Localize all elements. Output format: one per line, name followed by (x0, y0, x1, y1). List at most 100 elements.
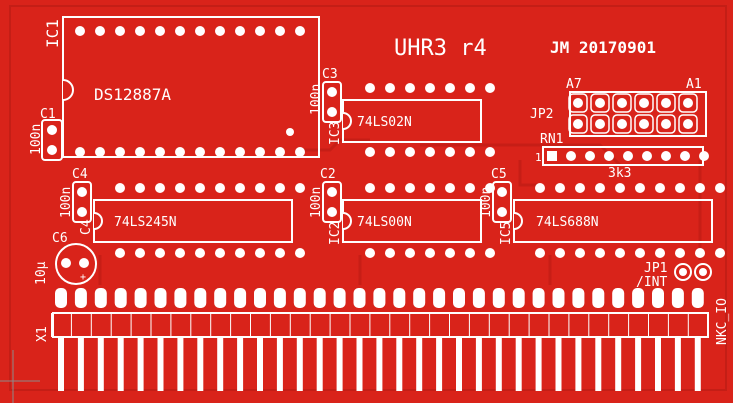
ic5-pin-row-bottom (535, 248, 725, 258)
gold-finger (137, 337, 144, 391)
solder-pad (215, 248, 225, 258)
edge-pad (134, 288, 147, 308)
edge-pad (55, 288, 67, 308)
ic4-value: 74LS245N (114, 215, 177, 230)
solder-pad (445, 83, 455, 93)
edge-pad (691, 288, 704, 308)
ic2-ref: IC2 (328, 222, 343, 245)
gold-finger (615, 337, 622, 391)
solder-pad (617, 98, 627, 108)
c6-value: 10µ (34, 261, 49, 285)
solder-pad (175, 183, 185, 193)
gold-finger (177, 337, 184, 391)
solder-pad (255, 183, 265, 193)
solder-pad (235, 183, 245, 193)
solder-pad (595, 119, 605, 129)
c3-ref: C3 (322, 67, 338, 82)
solder-pad (255, 147, 265, 157)
gold-finger (416, 337, 423, 391)
solder-pad (675, 248, 685, 258)
solder-pad (575, 183, 585, 193)
solder-pad (295, 26, 305, 36)
ic2-pin-row-bottom (365, 248, 495, 258)
solder-pad (425, 147, 435, 157)
edge-pad (572, 288, 585, 308)
ic4-ref: C4 (79, 219, 94, 235)
ic5-ref: IC5 (499, 222, 514, 245)
solder-pad (465, 248, 475, 258)
header-pin-outline (634, 114, 654, 134)
x1-ref: X1 (35, 326, 50, 342)
gold-finger (356, 337, 363, 391)
ic5-pin-row-top (535, 183, 725, 193)
solder-pad (635, 183, 645, 193)
ic4-pin-row-top (115, 183, 305, 193)
solder-pad (405, 248, 415, 258)
c4-cap (72, 181, 92, 223)
gold-finger (157, 337, 164, 391)
solder-pad (573, 119, 583, 129)
solder-pad (695, 183, 705, 193)
solder-pad (575, 248, 585, 258)
c5-ref: C5 (491, 167, 507, 182)
ic4-pin-row-bottom (115, 248, 305, 258)
edge-pad (373, 288, 386, 308)
solder-pad (95, 147, 105, 157)
gold-finger (595, 337, 602, 391)
solder-pad (75, 147, 85, 157)
solder-pad (465, 147, 475, 157)
solder-pad (655, 183, 665, 193)
edge-pad (94, 288, 107, 308)
solder-pad (155, 183, 165, 193)
solder-pad (235, 147, 245, 157)
solder-pad (566, 151, 576, 161)
edge-pad (214, 288, 227, 308)
solder-pad (195, 248, 205, 258)
edge-pad (512, 288, 525, 308)
gold-finger (376, 337, 383, 391)
solder-pad (115, 248, 125, 258)
solder-pad (195, 147, 205, 157)
solder-pad (715, 183, 725, 193)
solder-pad (623, 151, 633, 161)
gold-finger (316, 337, 323, 391)
solder-pad (642, 151, 652, 161)
solder-pad (295, 248, 305, 258)
solder-pad (639, 119, 649, 129)
solder-pad (365, 147, 375, 157)
edge-pad (472, 288, 485, 308)
solder-pad (135, 183, 145, 193)
gold-finger (276, 337, 283, 391)
solder-pad (215, 26, 225, 36)
solder-pad (615, 248, 625, 258)
solder-pad (215, 147, 225, 157)
gold-finger (535, 337, 542, 391)
edge-pad (174, 288, 187, 308)
gold-finger (635, 337, 642, 391)
edge-pad (273, 288, 286, 308)
gold-finger (237, 337, 244, 391)
solder-pad (275, 248, 285, 258)
solder-pad (639, 98, 649, 108)
solder-pad (155, 26, 165, 36)
solder-pad (535, 248, 545, 258)
jp1-ref: JP1 (644, 261, 667, 276)
solder-pad (175, 147, 185, 157)
board-outline (9, 5, 727, 391)
gold-finger (674, 337, 681, 391)
header-pin-outline (568, 93, 588, 113)
solder-pad (405, 183, 415, 193)
solder-pad (715, 248, 725, 258)
edge-pad (154, 288, 167, 308)
solder-pad (661, 98, 671, 108)
header-pin-outline (634, 93, 654, 113)
solder-pad (683, 119, 693, 129)
ic1-ref: IC1 (43, 19, 62, 48)
c3-cap (322, 81, 342, 123)
gold-finger (555, 337, 562, 391)
solder-pad (235, 26, 245, 36)
gold-finger (475, 337, 482, 391)
solder-pad (155, 147, 165, 157)
ic5-package (513, 199, 713, 243)
